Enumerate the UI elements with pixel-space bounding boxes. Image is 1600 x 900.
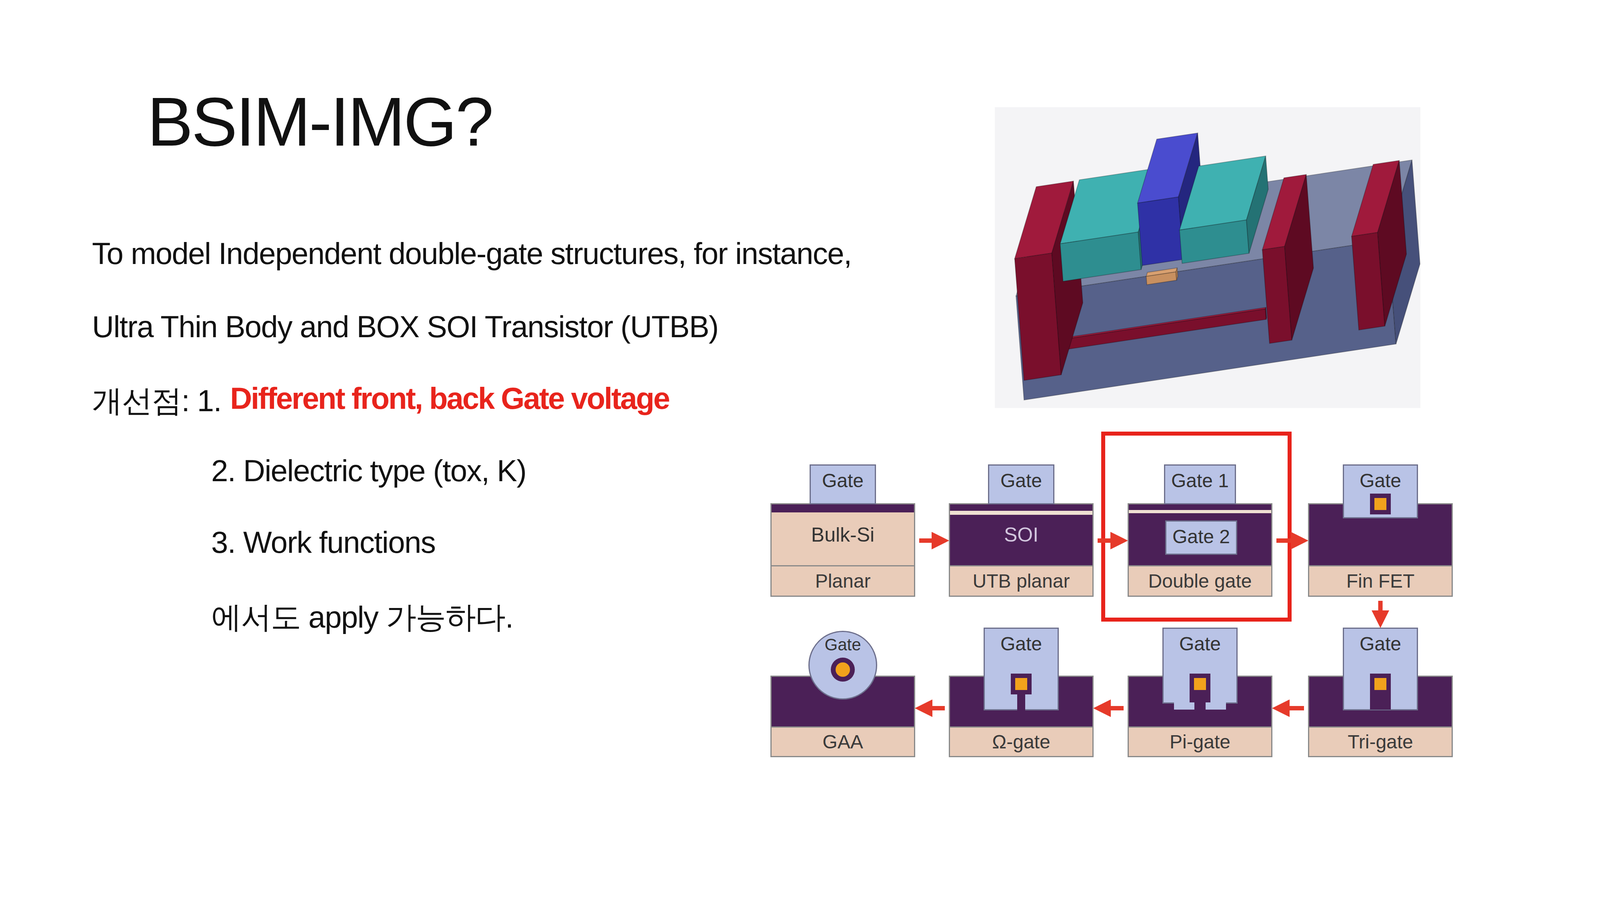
body-text: 2. Dielectric type (tox, K) xyxy=(211,453,526,488)
text-wrap: Planar xyxy=(771,566,914,596)
band-label: GAA xyxy=(822,730,863,753)
channel xyxy=(1194,678,1206,690)
band-label: Planar xyxy=(815,570,871,592)
text-wrap: Fin FET xyxy=(1309,566,1452,596)
fin-stem xyxy=(1189,694,1211,703)
device-body: Double gate Gate 2 xyxy=(1127,503,1273,597)
flow-arrow xyxy=(1276,706,1304,711)
gate-label: Gate xyxy=(984,632,1058,655)
text-wrap: Gate 1 xyxy=(1165,469,1235,492)
slide-title: BSIM-IMG? xyxy=(147,82,492,162)
flow-arrow xyxy=(1097,538,1124,543)
gate-label: Gate 2 xyxy=(1166,525,1236,548)
band-label: Ω-gate xyxy=(992,730,1050,753)
flow-arrow xyxy=(1276,538,1304,543)
flow-arrow xyxy=(919,706,945,711)
gate-ring: Gate xyxy=(808,630,878,700)
device-face xyxy=(1179,220,1250,264)
gate-label: Gate xyxy=(1163,632,1237,655)
device-face xyxy=(1176,268,1178,281)
body-text: 에서도 apply 가능하다. xyxy=(211,597,514,639)
fin xyxy=(1189,673,1211,695)
gate-label: Gate xyxy=(809,635,876,655)
gate-box: Gate xyxy=(988,464,1055,505)
text-wrap: Bulk-Si xyxy=(771,504,914,566)
text-wrap: UTB planar xyxy=(950,566,1093,596)
gate-box: Gate xyxy=(809,464,876,505)
gate-box: Gate xyxy=(1342,464,1418,519)
channel xyxy=(1015,678,1028,690)
body-text: Ultra Thin Body and BOX SOI Transistor (… xyxy=(92,309,719,344)
flow-arrow xyxy=(1097,706,1124,711)
text-wrap: Gate xyxy=(984,632,1058,655)
band-label: Fin FET xyxy=(1346,570,1415,592)
fin-stem xyxy=(1370,694,1391,710)
fin xyxy=(1010,673,1032,695)
text-wrap: Ω-gate xyxy=(950,727,1093,756)
text-wrap: SOI xyxy=(950,504,1093,566)
device-face xyxy=(1246,156,1268,254)
device-face xyxy=(1265,307,1267,320)
band-label: UTB planar xyxy=(972,570,1070,592)
text-wrap: Gate xyxy=(989,469,1054,492)
band-label: Double gate xyxy=(1148,570,1252,592)
body-label: SOI xyxy=(1004,523,1039,547)
channel xyxy=(1374,678,1387,690)
gate-box: Gate 1 xyxy=(1164,464,1236,505)
highlight-text: Different front, back Gate voltage xyxy=(230,380,669,416)
text-wrap: Gate 2 xyxy=(1166,525,1236,548)
band-label: Tri-gate xyxy=(1347,730,1414,753)
channel xyxy=(1374,498,1387,510)
fin-stem xyxy=(1194,702,1206,711)
device-face xyxy=(1284,174,1314,340)
body-text: 개선점: 1. xyxy=(92,380,222,422)
gate-box: Gate xyxy=(1162,627,1238,704)
flow-arrow xyxy=(1378,600,1383,624)
device-face xyxy=(1137,196,1184,266)
text-wrap: Pi-gate xyxy=(1128,727,1272,756)
text-wrap: Gate xyxy=(809,635,876,655)
text-wrap: GAA xyxy=(771,727,914,756)
gate-label: Gate xyxy=(1344,632,1417,655)
device-face xyxy=(1060,232,1142,282)
device-3d xyxy=(1014,132,1420,400)
body-text: To model Independent double-gate structu… xyxy=(92,236,852,271)
fin-stem xyxy=(1017,694,1026,711)
device-face xyxy=(1146,272,1177,285)
channel xyxy=(835,662,850,677)
fin xyxy=(1370,673,1391,695)
illustration-ground xyxy=(994,107,1421,408)
device-body: Bulk-SiPlanar xyxy=(770,503,916,597)
gate-label: Gate xyxy=(1344,469,1417,492)
device-face xyxy=(1377,160,1407,326)
gate-label: Gate 1 xyxy=(1165,469,1235,492)
gate-box: Gate xyxy=(983,627,1059,711)
flow-arrow xyxy=(919,538,945,543)
body-text: 3. Work functions xyxy=(211,524,436,560)
gate-label: Gate xyxy=(810,469,875,492)
text-wrap: Gate xyxy=(810,469,875,492)
gate-leg xyxy=(1174,702,1226,710)
gate-box: Gate 2 xyxy=(1165,520,1238,555)
text-wrap: Gate xyxy=(1344,632,1417,655)
device-body: SOI UTB planar xyxy=(948,503,1094,597)
body-label: Bulk-Si xyxy=(811,523,875,547)
highlight-box xyxy=(1103,433,1290,620)
nanowire xyxy=(830,657,855,682)
text-wrap: Gate xyxy=(1344,469,1417,492)
fin xyxy=(1370,493,1391,515)
gate-label: Gate xyxy=(989,469,1054,492)
text-wrap: Tri-gate xyxy=(1309,727,1452,756)
text-wrap: Double gate xyxy=(1128,566,1272,596)
gate-box: Gate xyxy=(1342,627,1418,711)
text-wrap: Gate xyxy=(1163,632,1237,655)
band-label: Pi-gate xyxy=(1169,730,1231,753)
